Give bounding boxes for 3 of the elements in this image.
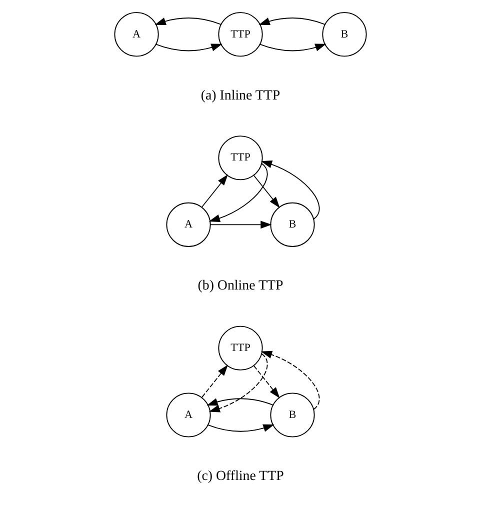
label: (c) Offline TTP	[197, 468, 284, 484]
label: (a) Inline TTP	[200, 88, 280, 104]
label: (b) Online TTP	[198, 278, 284, 294]
